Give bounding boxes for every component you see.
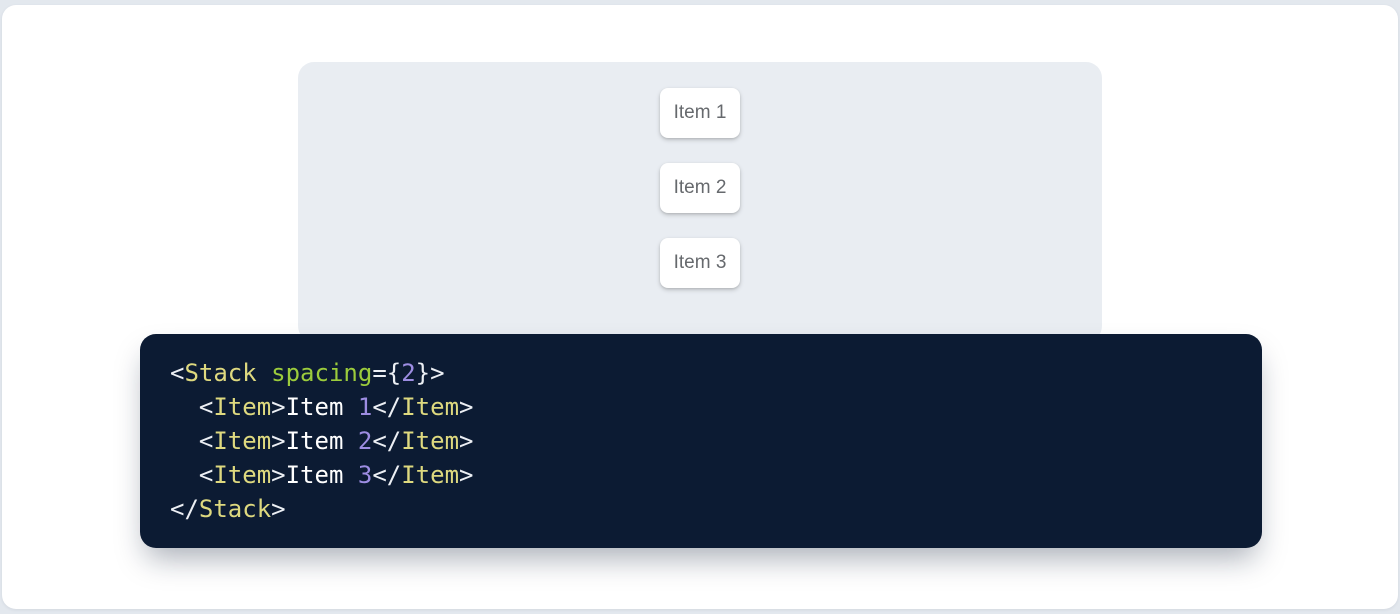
code-token-tag: Item	[401, 393, 460, 421]
stack-item-card: Item 1	[660, 88, 740, 138]
code-token-punc: >	[271, 393, 286, 421]
code-token-plain	[170, 461, 199, 489]
code-token-punc: >	[271, 461, 286, 489]
code-token-tag: Item	[401, 427, 460, 455]
code-token-tag: Item	[213, 427, 272, 455]
code-snippet: <Stack spacing={2}> <Item>Item 1</Item> …	[170, 356, 1232, 526]
code-token-punc: >	[430, 359, 445, 387]
code-token-tag: Item	[213, 461, 272, 489]
code-token-punc: >	[271, 495, 286, 523]
code-token-num: 2	[357, 427, 373, 455]
code-token-num: 2	[401, 359, 416, 387]
code-token-punc: <	[198, 427, 214, 455]
code-token-tag: Item	[213, 393, 272, 421]
code-token-plain: Item	[285, 393, 358, 421]
code-token-punc: </	[372, 461, 402, 489]
code-token-tag: Stack	[198, 495, 272, 523]
code-token-punc: =	[372, 359, 387, 387]
code-token-punc: <	[198, 461, 214, 489]
code-token-plain: Item	[285, 427, 358, 455]
code-line: <Stack spacing={2}>	[170, 356, 1232, 390]
code-block: <Stack spacing={2}> <Item>Item 1</Item> …	[140, 334, 1262, 548]
code-line: <Item>Item 3</Item>	[170, 458, 1232, 492]
code-token-punc: >	[271, 427, 286, 455]
code-token-tag: Stack	[184, 359, 257, 387]
stack-item-card: Item 2	[660, 163, 740, 213]
code-token-punc: </	[372, 393, 402, 421]
code-token-punc: >	[459, 427, 474, 455]
code-line: <Item>Item 1</Item>	[170, 390, 1232, 424]
code-token-punc: {	[386, 359, 402, 387]
code-token-plain	[170, 393, 199, 421]
stack-item-label: Item 2	[673, 177, 727, 198]
code-token-plain	[257, 359, 271, 387]
stack-item-label: Item 3	[673, 252, 727, 273]
code-token-plain: Item	[285, 461, 358, 489]
code-token-punc: </	[372, 427, 402, 455]
code-token-punc: <	[170, 359, 185, 387]
code-token-punc: }	[415, 359, 431, 387]
code-token-plain	[170, 427, 199, 455]
code-line: <Item>Item 2</Item>	[170, 424, 1232, 458]
stack-item-card: Item 3	[660, 238, 740, 288]
stack-item-label: Item 1	[673, 102, 727, 123]
code-token-punc: >	[459, 393, 474, 421]
code-token-attr: spacing	[271, 359, 373, 387]
code-token-punc: >	[459, 461, 474, 489]
code-token-punc: </	[170, 495, 199, 523]
code-token-num: 3	[357, 461, 373, 489]
stack-demo-preview-panel: Item 1 Item 2 Item 3	[298, 62, 1102, 342]
code-token-num: 1	[357, 393, 373, 421]
code-token-tag: Item	[401, 461, 460, 489]
code-token-punc: <	[198, 393, 214, 421]
code-line: </Stack>	[170, 492, 1232, 526]
